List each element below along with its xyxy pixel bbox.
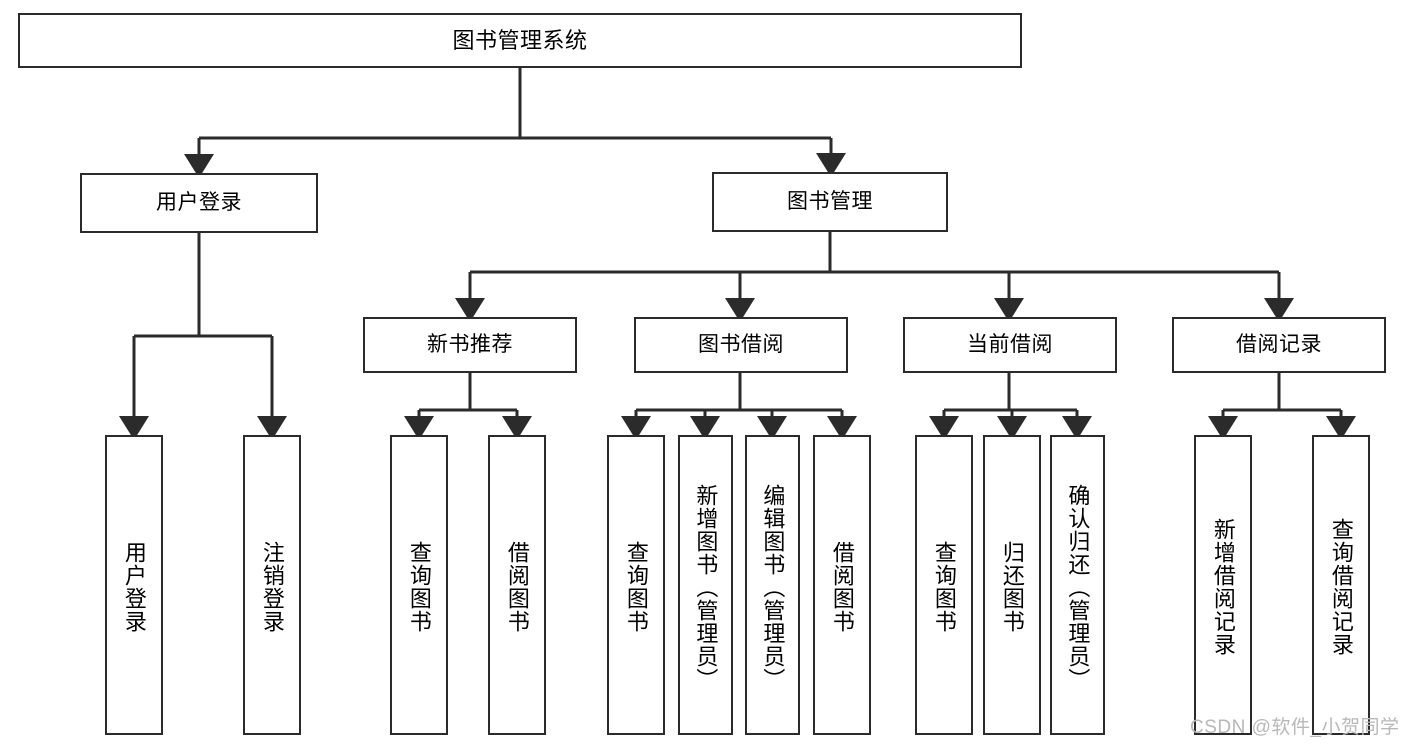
node-borrow-record-label: 借阅记录	[1236, 332, 1322, 356]
node-book-borrow-label: 图书借阅	[698, 332, 784, 356]
leaf-add-record[interactable]: 新增借阅记录	[1194, 435, 1252, 735]
leaf-borrow-book-1-label: 借阅图书	[504, 541, 530, 633]
leaf-user-login[interactable]: 用户登录	[105, 435, 163, 735]
leaf-borrow-book-1[interactable]: 借阅图书	[488, 435, 546, 735]
csdn-watermark: CSDN @软件_小贺同学	[1190, 717, 1400, 738]
leaf-add-book-label: 新增图书（管理员）	[693, 483, 719, 691]
node-root[interactable]: 图书管理系统	[18, 13, 1022, 68]
node-user-login[interactable]: 用户登录	[80, 173, 318, 233]
leaf-return-book[interactable]: 归还图书	[983, 435, 1041, 735]
leaf-return-book-label: 归还图书	[999, 541, 1025, 633]
leaf-edit-book-label: 编辑图书（管理员）	[760, 483, 786, 691]
node-current-borrow[interactable]: 当前借阅	[903, 317, 1117, 373]
leaf-add-book[interactable]: 新增图书（管理员）	[678, 435, 733, 735]
leaf-add-record-label: 新增借阅记录	[1210, 518, 1236, 656]
leaf-query-book-3-label: 查询图书	[931, 541, 957, 633]
leaf-query-book-2[interactable]: 查询图书	[607, 435, 665, 735]
leaf-query-book-2-label: 查询图书	[623, 541, 649, 633]
leaf-borrow-book-2[interactable]: 借阅图书	[813, 435, 871, 735]
node-current-borrow-label: 当前借阅	[967, 332, 1053, 356]
leaf-user-login-label: 用户登录	[121, 541, 147, 633]
node-book-manage-label: 图书管理	[787, 189, 873, 213]
node-root-label: 图书管理系统	[452, 27, 588, 53]
node-new-book-recommend-label: 新书推荐	[427, 332, 513, 356]
node-new-book-recommend[interactable]: 新书推荐	[363, 317, 577, 373]
leaf-query-record[interactable]: 查询借阅记录	[1312, 435, 1370, 735]
leaf-user-logout-label: 注销登录	[259, 541, 285, 633]
node-user-login-label: 用户登录	[156, 190, 242, 214]
leaf-confirm-return-label: 确认归还（管理员）	[1065, 483, 1091, 691]
leaf-borrow-book-2-label: 借阅图书	[829, 541, 855, 633]
node-borrow-record[interactable]: 借阅记录	[1172, 317, 1386, 373]
leaf-query-book-3[interactable]: 查询图书	[915, 435, 973, 735]
leaf-query-book-1-label: 查询图书	[406, 541, 432, 633]
leaf-edit-book[interactable]: 编辑图书（管理员）	[745, 435, 800, 735]
node-book-manage[interactable]: 图书管理	[712, 172, 948, 232]
leaf-query-book-1[interactable]: 查询图书	[390, 435, 448, 735]
node-book-borrow[interactable]: 图书借阅	[634, 317, 848, 373]
leaf-query-record-label: 查询借阅记录	[1328, 518, 1354, 656]
leaf-user-logout[interactable]: 注销登录	[243, 435, 301, 735]
leaf-confirm-return[interactable]: 确认归还（管理员）	[1050, 435, 1105, 735]
